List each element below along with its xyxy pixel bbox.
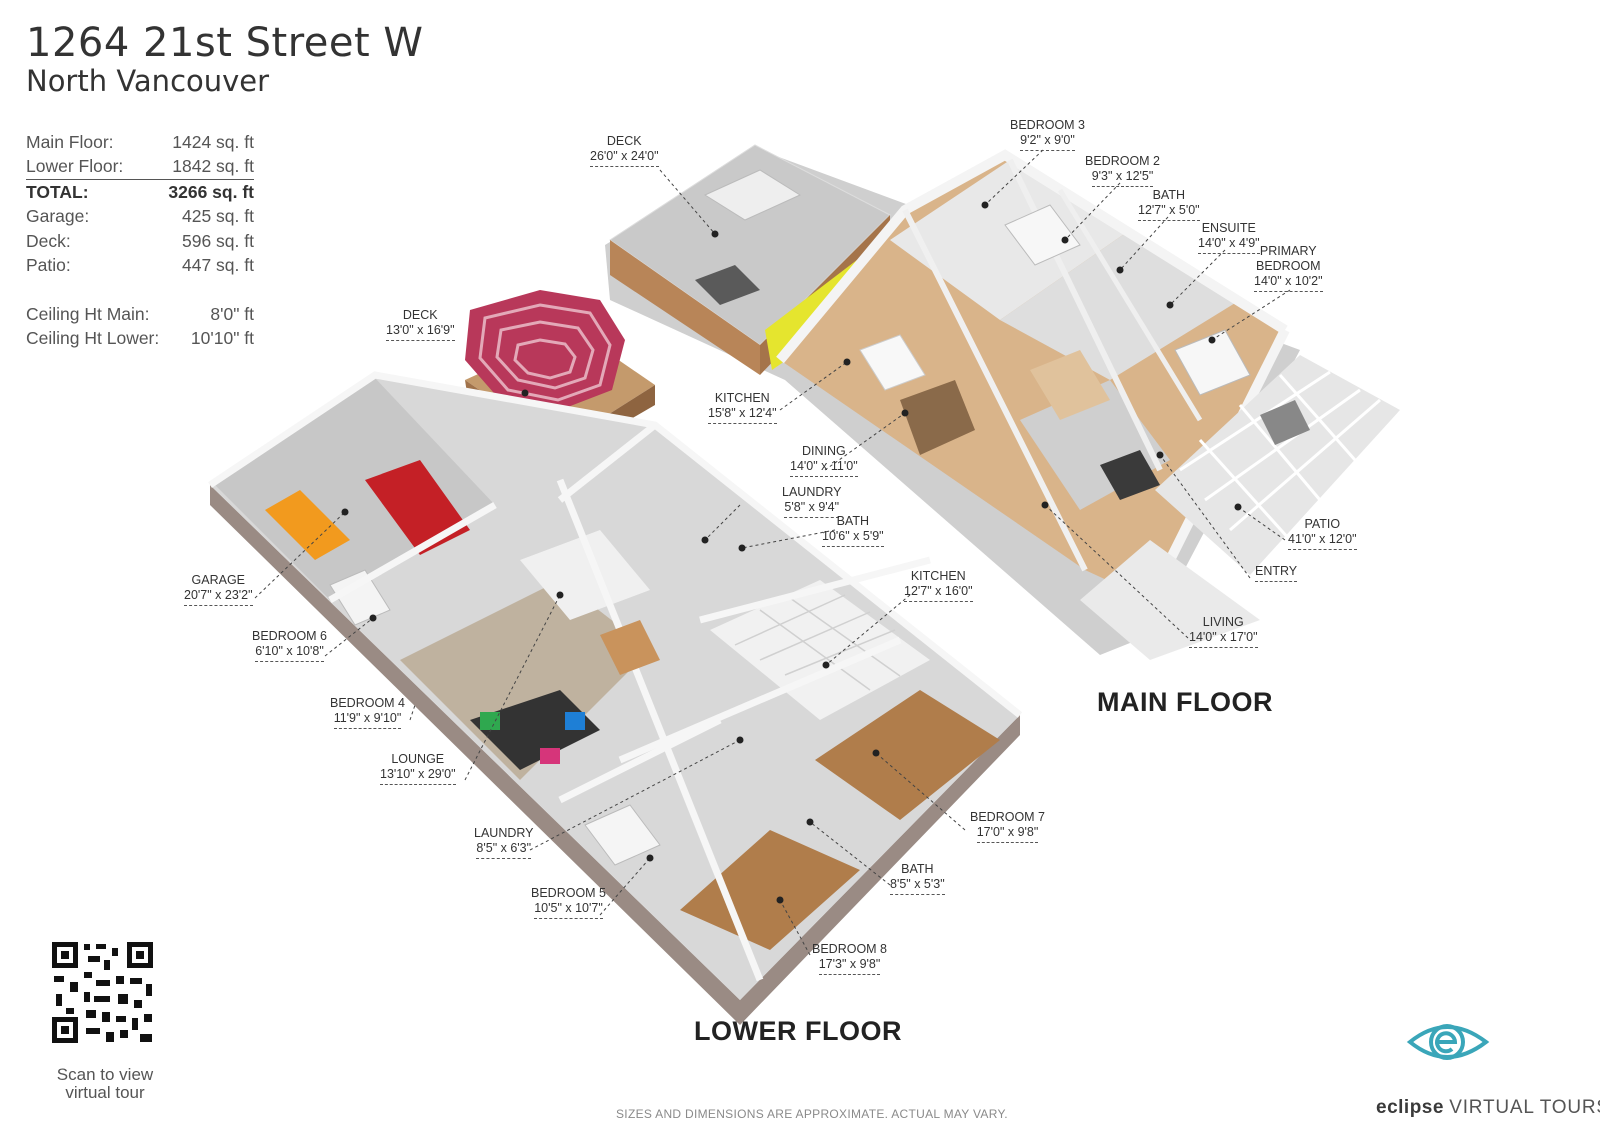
- stat-patio: Patio:447 sq. ft: [26, 255, 254, 276]
- label-entry: ENTRY: [1255, 564, 1298, 582]
- stat-lower-floor: Lower Floor:1842 sq. ft: [26, 156, 254, 177]
- main-floor-title: MAIN FLOOR: [1097, 687, 1273, 717]
- qr-code: [50, 940, 155, 1045]
- qr-caption: Scan to view virtual tour: [56, 1065, 154, 1102]
- eclipse-logo-icon: [1406, 1024, 1490, 1060]
- main-floor-plan: [605, 144, 1400, 660]
- stat-total: TOTAL:3266 sq. ft: [26, 179, 254, 205]
- lower-floor-title: LOWER FLOOR: [694, 1016, 902, 1046]
- brand-wordmark: eclipse VIRTUAL TOURS: [1376, 1097, 1600, 1118]
- stat-deck: Deck:596 sq. ft: [26, 230, 254, 251]
- stat-garage: Garage:425 sq. ft: [26, 206, 254, 227]
- stat-main-floor: Main Floor:1424 sq. ft: [26, 131, 254, 152]
- stat-ceiling-main: Ceiling Ht Main:8'0" ft: [26, 303, 254, 324]
- lower-floor-plan: [208, 371, 1023, 1025]
- city-subtitle: North Vancouver: [26, 64, 270, 98]
- disclaimer-text: SIZES AND DIMENSIONS ARE APPROXIMATE. AC…: [616, 1107, 1008, 1121]
- address-title: 1264 21st Street W: [26, 20, 424, 66]
- label-leader-lines: [254, 149, 1291, 956]
- label-marker-dots: [341, 201, 1242, 904]
- stat-ceiling-lower: Ceiling Ht Lower:10'10" ft: [26, 328, 254, 349]
- area-stats: Main Floor:1424 sq. ft Lower Floor:1842 …: [26, 130, 254, 351]
